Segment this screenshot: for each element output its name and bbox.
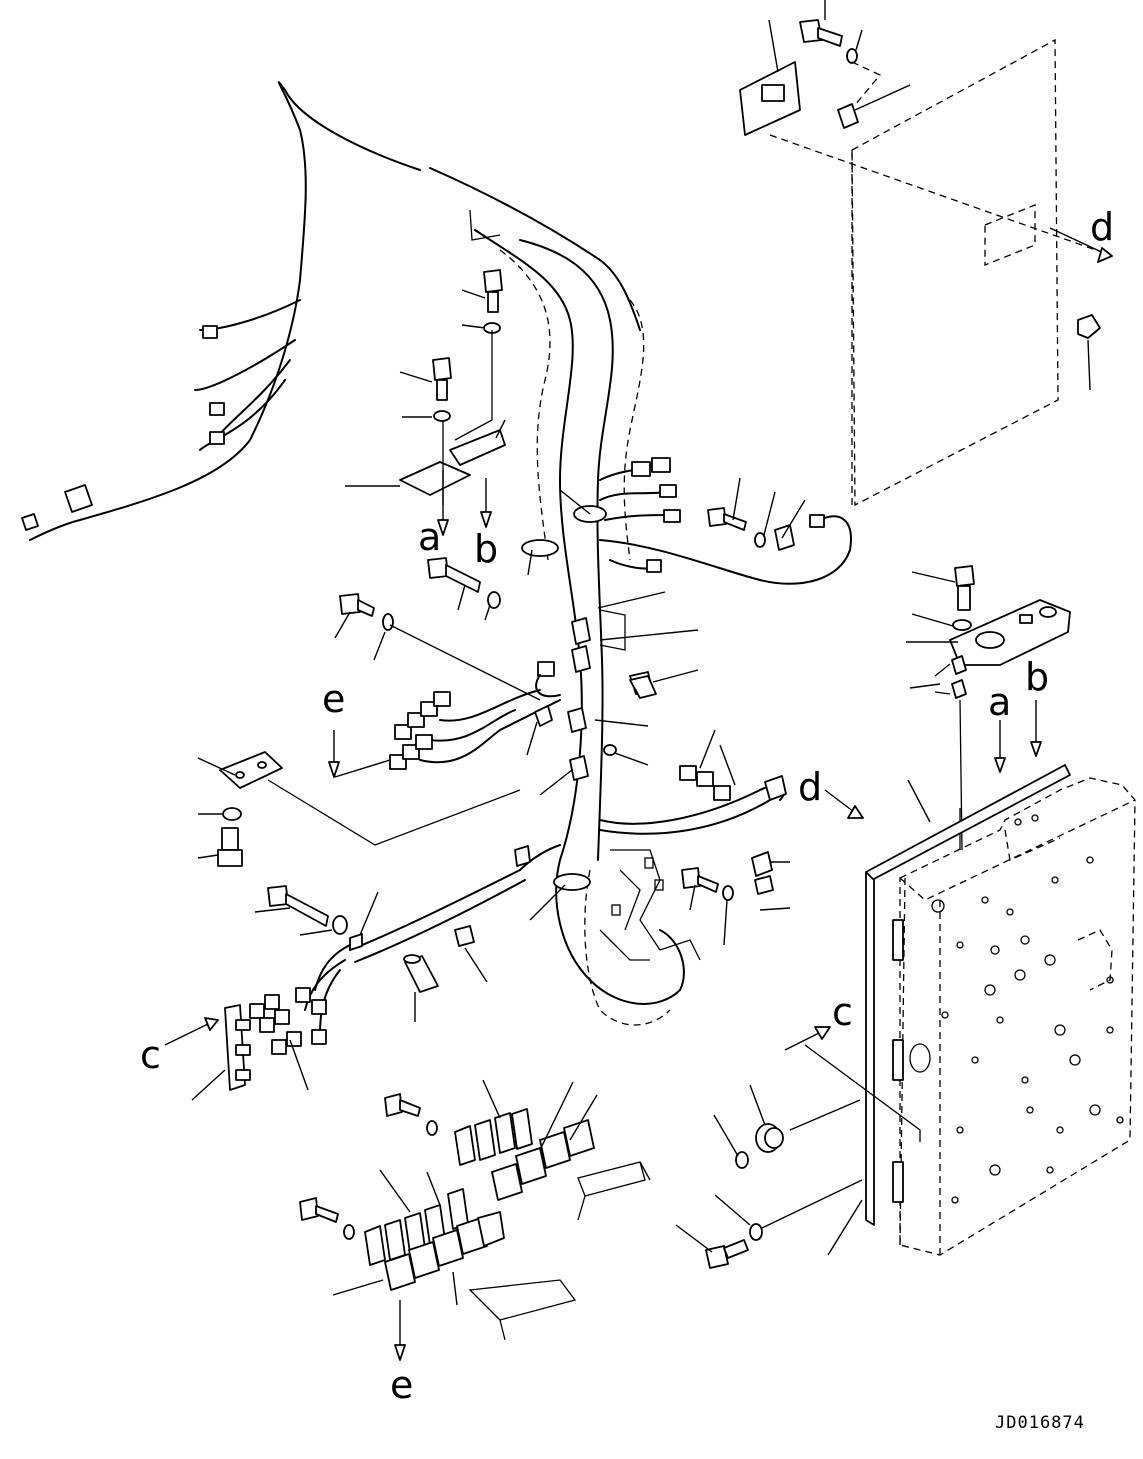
callout-d-top: d xyxy=(1090,205,1114,249)
harness-cable-upper xyxy=(21,81,641,541)
clamps-trunk xyxy=(539,591,699,796)
grommet-1 xyxy=(521,489,607,921)
long-bolt-mid xyxy=(334,557,541,701)
callout-c-right: c xyxy=(832,990,853,1034)
long-bolt-left xyxy=(254,885,379,951)
arrow-b-left xyxy=(480,478,492,528)
bolt-upper-left xyxy=(399,269,503,422)
bolt-washer-lower xyxy=(681,867,734,946)
arrow-c-right xyxy=(784,1026,921,1142)
relay-group-upper xyxy=(384,1079,651,1221)
callout-a-right: a xyxy=(988,680,1011,724)
callout-c-left: c xyxy=(140,1033,161,1077)
drawing-code: JD016874 xyxy=(995,1413,1085,1433)
callout-a-left: a xyxy=(418,515,441,559)
connector-pair xyxy=(679,729,736,801)
arrow-d-right xyxy=(824,789,864,819)
box-holes xyxy=(941,856,1124,1204)
terminal-block-c xyxy=(164,1004,251,1101)
main-harness-trunk xyxy=(469,209,685,1026)
gasket-seal xyxy=(827,764,1071,1256)
arrow-a-right xyxy=(994,720,1006,773)
arrow-a-left xyxy=(437,470,449,536)
bolt-bottom-right xyxy=(675,1179,863,1269)
plug-right xyxy=(713,1084,861,1169)
callout-b-left: b xyxy=(474,527,498,571)
callout-labels: a b a b d d c c e e JD016874 xyxy=(140,205,1114,1433)
connector-group-e xyxy=(328,661,561,778)
arrow-b-right xyxy=(1030,700,1042,757)
left-bracket xyxy=(197,751,521,867)
bolt-washer-mid xyxy=(707,477,806,548)
relay-harness-lower-left xyxy=(249,944,351,1091)
bolt-top xyxy=(799,0,882,106)
connector-cluster-upper xyxy=(599,457,852,585)
bracket-ab xyxy=(345,330,506,505)
arrow-e-bottom xyxy=(394,1300,406,1361)
control-box xyxy=(899,777,1136,1256)
nut-right xyxy=(1077,314,1101,391)
bracket-right xyxy=(906,565,1071,851)
callout-d-right: d xyxy=(798,765,822,809)
callout-e-left: e xyxy=(322,677,345,721)
trunk-internal-wiring xyxy=(599,849,701,961)
cover-panel xyxy=(769,38,1111,507)
callout-e-bottom: e xyxy=(390,1363,413,1407)
harness-cable-lower xyxy=(349,775,791,963)
connector-plate xyxy=(739,19,911,136)
spacer-tube xyxy=(403,675,657,1022)
callout-b-right: b xyxy=(1025,655,1049,699)
arrow-d-top xyxy=(1049,227,1113,263)
relay-group-lower xyxy=(299,1169,577,1341)
